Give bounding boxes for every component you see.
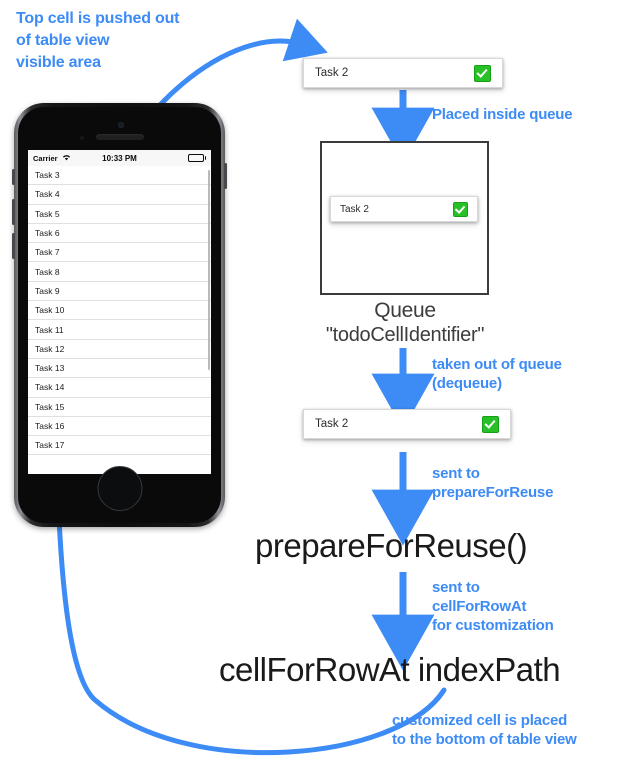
stage-prepare-for-reuse: prepareForReuse(): [255, 527, 528, 564]
table-row[interactable]: Task 15: [28, 398, 211, 417]
table-row[interactable]: Task 3: [28, 166, 211, 186]
table-row[interactable]: Task 13: [28, 359, 211, 379]
annotation-taken-out-of-queue: taken out of queue (dequeue): [432, 356, 562, 392]
table-row-label: Task 7: [35, 247, 60, 258]
annotation-sent-to-cellforrowat: sent to cellForRowAt for customization: [432, 579, 554, 634]
cell-title: Task 2: [340, 203, 369, 215]
cell-in-queue[interactable]: Task 2: [330, 196, 478, 222]
table-row[interactable]: Task 11: [28, 320, 211, 340]
proximity-sensor-icon: [80, 136, 84, 140]
table-row[interactable]: Task 7: [28, 243, 211, 263]
table-row-label: Task 11: [35, 324, 64, 335]
checkbox-checked-icon[interactable]: [474, 64, 491, 82]
table-row[interactable]: Task 12: [28, 340, 211, 359]
table-row-label: Task 9: [35, 285, 60, 296]
table-view[interactable]: Task 3 Task 4 Task 5 Task 6 Task 7 Task 8 Task…: [28, 166, 211, 456]
annotation-pushed-out: Top cell is pushed out of table view vis…: [16, 10, 180, 71]
table-row-label: Task 3: [35, 170, 60, 181]
table-row[interactable]: Task 10: [28, 301, 211, 321]
checkbox-checked-icon[interactable]: [482, 415, 499, 433]
volume-down-button[interactable]: [12, 233, 15, 259]
queue-title: Queue: [374, 299, 436, 322]
table-row-label: Task 5: [35, 208, 60, 219]
battery-icon: [187, 154, 206, 162]
stage-cell-for-row-at: cellForRowAt indexPath: [219, 651, 561, 688]
table-row[interactable]: Task 9: [28, 282, 211, 302]
table-row-label: Task 14: [35, 382, 65, 393]
power-button[interactable]: [224, 163, 227, 189]
wifi-icon: [62, 154, 71, 163]
table-row[interactable]: Task 5: [28, 205, 211, 224]
table-row[interactable]: Task 17: [28, 436, 211, 456]
table-row[interactable]: Task 16: [28, 417, 211, 437]
home-button[interactable]: [97, 466, 142, 511]
silent-switch[interactable]: [12, 169, 15, 185]
table-row-label: Task 15: [35, 401, 65, 412]
table-row-label: Task 13: [35, 363, 65, 374]
cell-title: Task 2: [315, 67, 349, 79]
table-row-label: Task 16: [35, 421, 65, 431]
table-row-label: Task 10: [35, 305, 65, 316]
cell-title: Task 2: [315, 418, 349, 430]
table-row[interactable]: Task 8: [28, 262, 211, 282]
queue-identifier: "todoCellIdentifier": [325, 324, 485, 346]
table-row-label: Task 12: [35, 343, 65, 354]
table-row-label: Task 4: [35, 189, 60, 200]
cell-pushed-out[interactable]: Task 2: [303, 58, 503, 88]
checkbox-checked-icon[interactable]: [453, 201, 468, 217]
status-time: 10:33 PM: [102, 153, 137, 163]
scroll-indicator[interactable]: [208, 170, 210, 370]
table-row-label: Task 8: [35, 266, 60, 277]
table-row[interactable]: Task 6: [28, 224, 211, 244]
table-row-label: Task 6: [35, 228, 60, 239]
queue-caption: Queue "todoCellIdentifier": [300, 298, 510, 348]
annotation-sent-to-preparereuse: sent to prepareForReuse: [432, 465, 554, 501]
table-row[interactable]: Task 14: [28, 378, 211, 398]
volume-up-button[interactable]: [12, 199, 15, 225]
status-bar: Carrier 10:33 PM: [28, 150, 211, 166]
table-row-label: Task 17: [35, 440, 65, 451]
annotation-placed-inside-queue: Placed inside queue: [432, 106, 573, 123]
cell-dequeued[interactable]: Task 2: [303, 409, 511, 439]
table-row[interactable]: Task 4: [28, 185, 211, 205]
annotation-customized-cell-placed: customized cell is placed to the bottom …: [392, 712, 577, 748]
carrier-label: Carrier: [33, 153, 58, 163]
earpiece-speaker-icon: [95, 134, 144, 140]
front-camera-icon: [118, 122, 124, 128]
